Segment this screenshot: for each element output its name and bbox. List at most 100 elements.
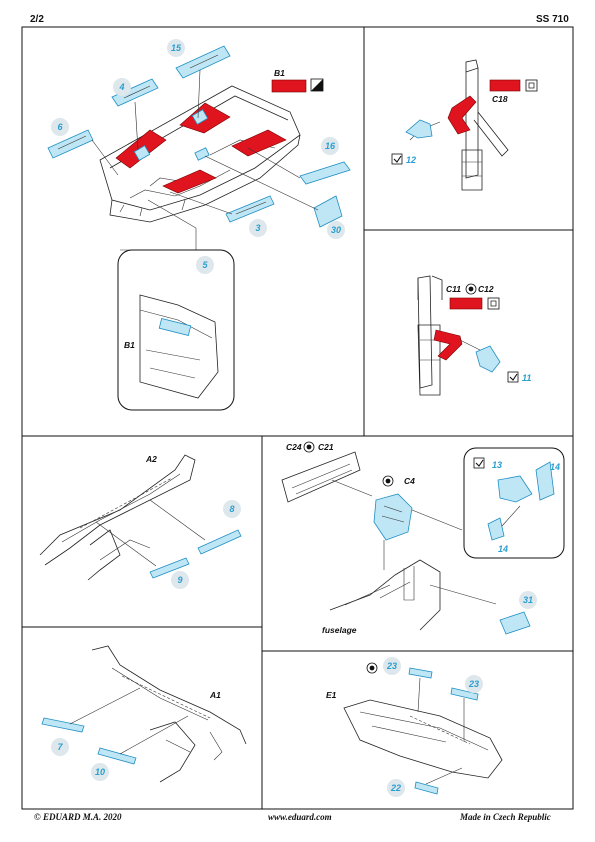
label-c24: C24 — [286, 442, 302, 452]
leader-23-left — [417, 677, 421, 713]
paint-code-icon — [310, 78, 324, 92]
red-panel-floor — [162, 169, 217, 194]
leader-10 — [119, 715, 189, 755]
part-number-badge-23-left: 23 — [383, 657, 401, 675]
color-swatch-red — [271, 79, 307, 93]
leader-9 — [95, 521, 157, 567]
control-stick-drawing-c11 — [417, 275, 481, 396]
pe-part-22 — [414, 781, 439, 795]
sidewall-drawing-a2 — [39, 454, 196, 581]
paint-code-icon-e1 — [366, 662, 378, 674]
canopy-part-e1 — [343, 699, 503, 779]
check-icon-12 — [391, 153, 403, 165]
label-fuselage: fuselage — [322, 625, 357, 635]
svg-text:9: 9 — [177, 575, 182, 585]
pe-part-10 — [97, 747, 137, 765]
paint-code-icon-c18 — [525, 79, 538, 92]
pe-part-4 — [111, 78, 159, 107]
leader-8 — [149, 499, 206, 541]
part-number-12: 12 — [406, 155, 416, 165]
color-swatch-red-c18 — [489, 79, 521, 92]
check-icon-13 — [473, 457, 485, 469]
footer-website: www.eduard.com — [268, 812, 332, 822]
svg-text:8: 8 — [229, 504, 234, 514]
part-number-badge-8: 8 — [223, 500, 241, 518]
part-number-badge-16: 16 — [321, 137, 339, 155]
pe-part-3 — [225, 195, 275, 223]
page-number: 2/2 — [30, 14, 44, 25]
leader-c21 — [331, 479, 373, 497]
paint-code-icon-c24 — [303, 441, 315, 453]
label-c4: C4 — [404, 476, 415, 486]
part-number-badge-6: 6 — [51, 118, 69, 136]
paint-code-icon-c11 — [465, 283, 477, 295]
pe-part-31 — [499, 611, 531, 635]
svg-text:15: 15 — [171, 43, 182, 53]
frame-panel-top-right-2 — [363, 229, 574, 437]
red-panel-right — [231, 129, 287, 157]
sidewall-drawing-a1 — [91, 645, 247, 783]
leader-22 — [425, 767, 463, 785]
part-number-badge-5: 5 — [196, 256, 214, 274]
part-number-badge-9: 9 — [171, 571, 189, 589]
seat-part-c4 — [373, 493, 413, 541]
part-number-14-top: 14 — [550, 462, 560, 472]
paint-code-icon-c12 — [487, 297, 500, 310]
pe-part-9 — [149, 557, 190, 579]
paint-code-icon-c4 — [382, 475, 394, 487]
frame-panel-bottom-right — [261, 650, 574, 810]
label-a2: A2 — [145, 454, 157, 464]
svg-text:5: 5 — [202, 260, 208, 270]
pe-part-23-right — [450, 687, 479, 701]
label-b1-inset: B1 — [124, 340, 135, 350]
label-c11: C11 — [446, 284, 461, 294]
label-b1: B1 — [274, 68, 285, 78]
part-number-badge-22: 22 — [387, 779, 405, 797]
frame-panel-mid-left — [21, 435, 263, 628]
control-stick-drawing-c18 — [409, 59, 509, 191]
svg-text:6: 6 — [57, 122, 63, 132]
part-number-badge-15: 15 — [167, 39, 185, 57]
cockpit-tub-drawing — [99, 85, 301, 223]
svg-text:30: 30 — [331, 225, 341, 235]
label-c21: C21 — [318, 442, 334, 452]
svg-text:22: 22 — [390, 783, 401, 793]
check-icon-11 — [507, 371, 519, 383]
part-number-13: 13 — [492, 460, 502, 470]
pe-part-23-left — [408, 667, 433, 679]
pe-part-12 — [405, 119, 433, 139]
footer-copyright: © EDUARD M.A. 2020 — [34, 812, 122, 822]
svg-text:7: 7 — [57, 742, 63, 752]
svg-text:4: 4 — [118, 82, 124, 92]
label-a1: A1 — [209, 690, 221, 700]
fuselage-drawing — [329, 540, 497, 631]
pe-part-6 — [47, 129, 94, 159]
part-number-badge-7: 7 — [51, 738, 69, 756]
part-number-14-bottom: 14 — [498, 544, 508, 554]
svg-text:23: 23 — [468, 679, 479, 689]
pe-part-8 — [197, 529, 242, 555]
leader-c4 — [411, 509, 463, 531]
svg-text:31: 31 — [523, 595, 533, 605]
label-c12: C12 — [478, 284, 494, 294]
part-c21-panel — [281, 451, 361, 503]
part-number-11: 11 — [522, 373, 531, 383]
svg-text:23: 23 — [386, 661, 397, 671]
seat-inset-drawing — [487, 461, 555, 541]
footer-origin: Made in Czech Republic — [460, 812, 551, 822]
pe-part-11 — [475, 345, 501, 373]
color-swatch-red-c11 — [449, 297, 483, 310]
set-code: SS 710 — [536, 14, 569, 25]
pe-part-30 — [313, 195, 343, 228]
part-number-badge-3: 3 — [249, 219, 267, 237]
label-e1: E1 — [326, 690, 337, 700]
part-number-badge-31: 31 — [519, 591, 537, 609]
leader-7 — [69, 687, 141, 725]
inset-tub-detail — [139, 294, 219, 399]
part-number-badge-10: 10 — [91, 763, 109, 781]
frame-panel-bottom-left — [21, 626, 263, 810]
svg-text:3: 3 — [255, 223, 260, 233]
pe-part-15 — [175, 45, 231, 79]
label-c18: C18 — [492, 94, 508, 104]
